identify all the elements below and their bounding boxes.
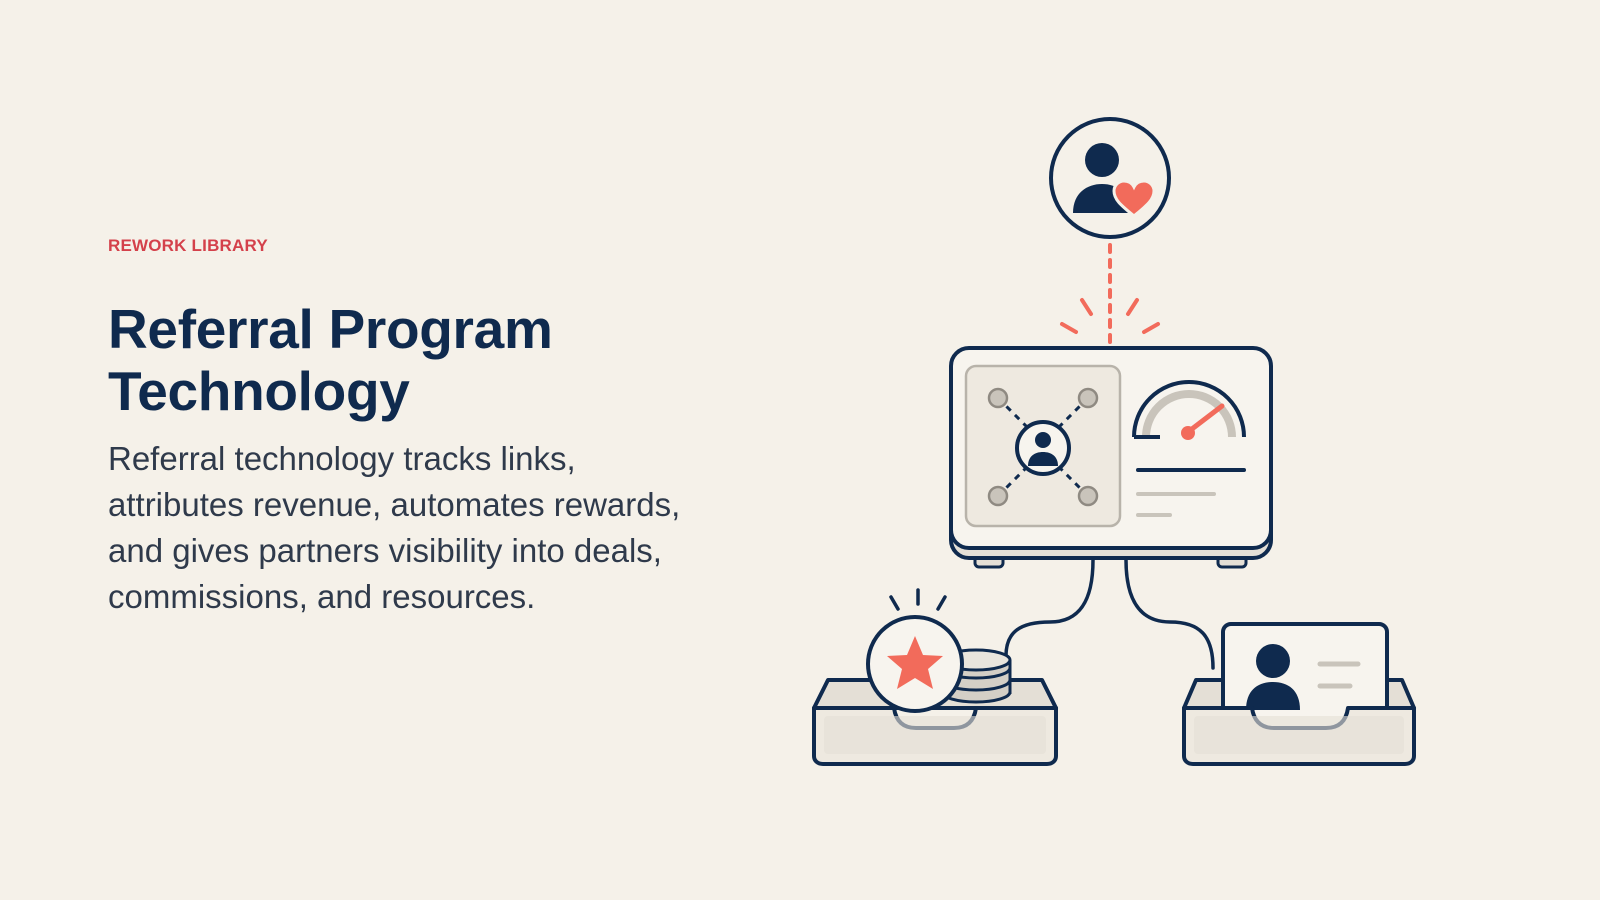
description: Referral technology tracks links, attrib… xyxy=(108,440,681,615)
text-block: REWORK LIBRARY Referral Program Technolo… xyxy=(108,236,708,620)
spark-rays-top xyxy=(1060,298,1160,334)
title-line-2: Technology xyxy=(108,360,410,422)
user-heart-icon xyxy=(1049,117,1171,239)
cables xyxy=(1004,558,1215,670)
title-line-1: Referral Program xyxy=(108,298,553,360)
network-dashboard-icon xyxy=(949,346,1273,569)
page-title: Referral Program Technology xyxy=(108,298,708,422)
eyebrow-label: REWORK LIBRARY xyxy=(108,236,268,255)
reward-star-coins-icon xyxy=(812,588,1058,766)
partner-card-icon xyxy=(1182,622,1416,766)
referral-tech-illustration xyxy=(812,117,1416,766)
